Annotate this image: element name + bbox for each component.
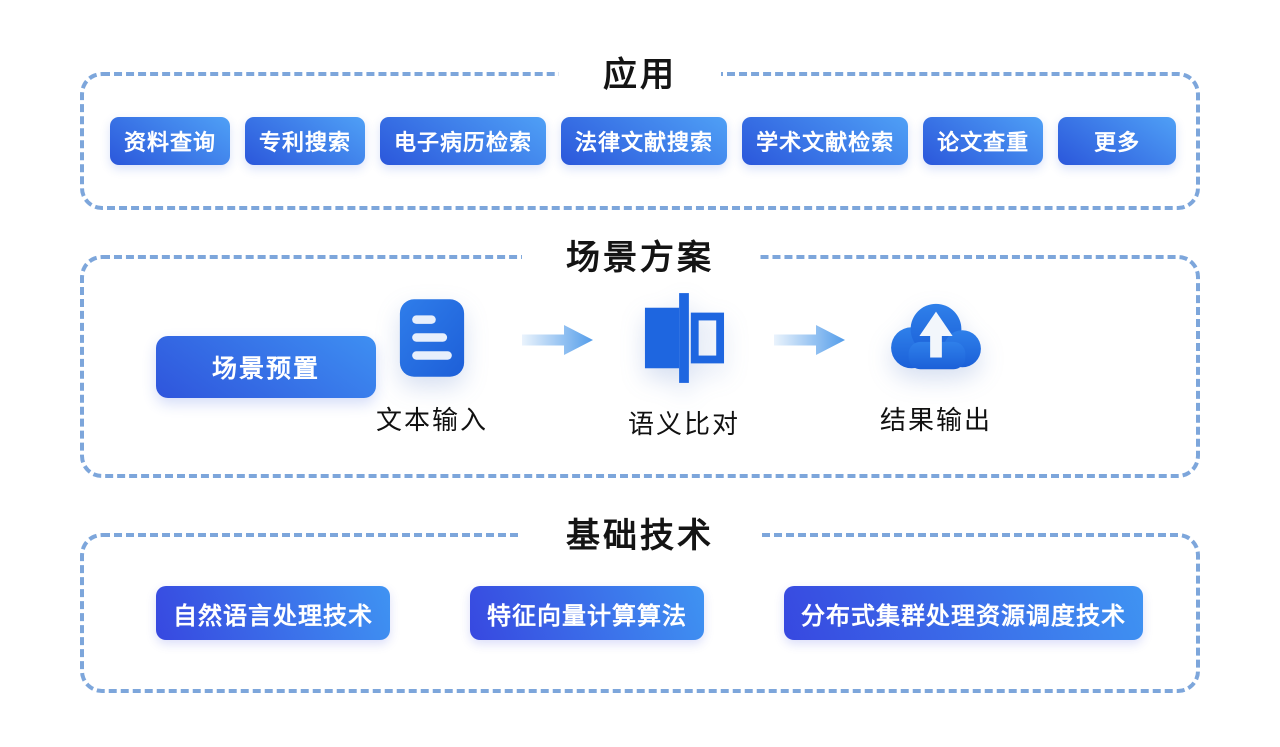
section-technology-title: 基础技术 xyxy=(522,516,758,556)
section-application-title: 应用 xyxy=(559,55,721,95)
app-button-data-query[interactable]: 资料查询 xyxy=(110,117,231,165)
flow-arrow-icon xyxy=(774,323,846,362)
app-button-legal-doc-search[interactable]: 法律文献搜索 xyxy=(561,117,728,165)
flow-step-result-output: 结果输出 xyxy=(880,297,992,437)
scenario-flow-row: 场景预置 文本输入 xyxy=(84,259,1196,474)
scene-preset-button[interactable]: 场景预置 xyxy=(156,335,376,398)
flow-step-label: 结果输出 xyxy=(880,404,993,435)
tech-button-distributed-cluster[interactable]: 分布式集群处理资源调度技术 xyxy=(784,586,1143,640)
flow-step-label: 语义比对 xyxy=(628,408,741,439)
section-technology: 基础技术 自然语言处理技术 特征向量计算算法 分布式集群处理资源调度技术 xyxy=(80,516,1200,693)
app-button-emr-retrieval[interactable]: 电子病历检索 xyxy=(380,117,547,165)
compare-icon xyxy=(643,292,725,388)
section-scenario: 场景方案 场景预置 文本输入 xyxy=(80,238,1200,478)
application-button-row: 资料查询 专利搜索 电子病历检索 法律文献搜索 学术文献检索 论文查重 更多 xyxy=(84,76,1196,206)
flow-step-label: 文本输入 xyxy=(376,404,489,435)
section-scenario-title: 场景方案 xyxy=(522,238,758,278)
flow-step-text-input: 文本输入 xyxy=(376,297,488,437)
tech-button-feature-vector[interactable]: 特征向量计算算法 xyxy=(470,586,704,640)
app-button-academic-doc-retrieval[interactable]: 学术文献检索 xyxy=(742,117,909,165)
app-button-plagiarism-check[interactable]: 论文查重 xyxy=(923,117,1044,165)
app-button-more[interactable]: 更多 xyxy=(1058,117,1177,165)
flow-arrow-icon xyxy=(522,323,594,362)
document-lines-icon xyxy=(398,297,466,384)
technology-button-row: 自然语言处理技术 特征向量计算算法 分布式集群处理资源调度技术 xyxy=(84,537,1196,689)
flow-step-semantic-compare: 语义比对 xyxy=(628,292,741,441)
cloud-upload-icon xyxy=(887,297,985,384)
tech-button-nlp[interactable]: 自然语言处理技术 xyxy=(156,586,390,640)
app-button-patent-search[interactable]: 专利搜索 xyxy=(245,117,366,165)
infographic-canvas: 应用 资料查询 专利搜索 电子病历检索 法律文献搜索 学术文献检索 论文查重 更… xyxy=(0,55,1280,747)
section-application: 应用 资料查询 专利搜索 电子病历检索 法律文献搜索 学术文献检索 论文查重 更… xyxy=(80,55,1200,210)
